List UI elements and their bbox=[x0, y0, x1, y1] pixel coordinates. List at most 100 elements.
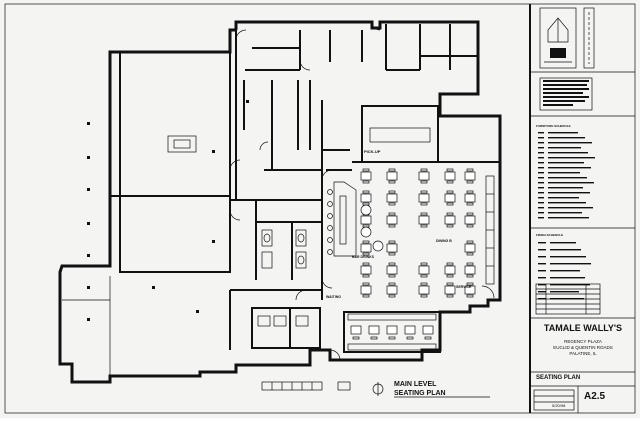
sheet-date: 5/20/98 bbox=[552, 403, 566, 408]
chair bbox=[388, 294, 396, 298]
dining-table bbox=[444, 193, 456, 203]
chair bbox=[362, 252, 370, 256]
dining-table bbox=[418, 285, 430, 295]
finish-row-key bbox=[538, 284, 546, 286]
chair bbox=[406, 336, 414, 340]
finish-schedule: FINISH SCHEDULE bbox=[536, 233, 591, 300]
dining-table bbox=[360, 215, 372, 225]
chair bbox=[466, 294, 474, 298]
dining-table bbox=[418, 265, 430, 275]
chair bbox=[362, 274, 370, 278]
dining-table bbox=[444, 215, 456, 225]
chair bbox=[466, 262, 474, 266]
plan-room-labels: PICK-UP BAR DRINKS DINING B WAITING SERV… bbox=[326, 149, 472, 299]
round-table bbox=[372, 240, 384, 252]
dining-table bbox=[386, 325, 398, 335]
chair bbox=[466, 252, 474, 256]
schedule-row-key bbox=[538, 137, 544, 139]
restroom-fixtures bbox=[257, 229, 309, 327]
chair bbox=[362, 262, 370, 266]
door-swings bbox=[229, 21, 495, 361]
chair bbox=[446, 168, 454, 172]
chair bbox=[424, 336, 432, 340]
chair bbox=[466, 282, 474, 286]
schedule-row-key bbox=[538, 182, 544, 184]
chair bbox=[446, 282, 454, 286]
finish-row-key bbox=[538, 256, 546, 258]
chair bbox=[446, 202, 454, 206]
finish-row-key bbox=[538, 291, 546, 293]
chair bbox=[446, 262, 454, 266]
schedule-row-text bbox=[548, 177, 587, 179]
title-block-frame bbox=[529, 4, 635, 413]
schedule-row-key bbox=[538, 177, 544, 179]
chair bbox=[362, 168, 370, 172]
schedule-row-text bbox=[548, 202, 586, 204]
chair bbox=[466, 190, 474, 194]
general-notes-block bbox=[539, 77, 593, 111]
sheet-number: A2.5 bbox=[584, 391, 606, 402]
schedule-row-key bbox=[538, 172, 544, 174]
finish-schedule-header: FINISH SCHEDULE bbox=[536, 233, 563, 237]
schedule-row-text bbox=[548, 142, 592, 144]
chair bbox=[388, 274, 396, 278]
chair bbox=[352, 336, 360, 340]
finish-row-text bbox=[550, 242, 576, 244]
finish-row-key bbox=[538, 270, 546, 272]
dining-table bbox=[444, 285, 456, 295]
dining-table bbox=[444, 265, 456, 275]
chair bbox=[362, 180, 370, 184]
chair bbox=[466, 274, 474, 278]
dining-table bbox=[444, 171, 456, 181]
schedule-row-text bbox=[548, 187, 583, 189]
chair bbox=[420, 168, 428, 172]
column-markers bbox=[87, 100, 249, 321]
interior-walls bbox=[62, 24, 500, 376]
chair bbox=[466, 240, 474, 244]
dining-table bbox=[360, 171, 372, 181]
schedule-row-key bbox=[538, 212, 544, 214]
dining-tables bbox=[350, 168, 476, 340]
chair bbox=[388, 262, 396, 266]
schedule-row-key bbox=[538, 167, 544, 169]
revisions-table bbox=[535, 283, 601, 315]
waiting-label: WAITING bbox=[326, 295, 341, 299]
chair bbox=[446, 212, 454, 216]
dining-table bbox=[360, 285, 372, 295]
chair bbox=[388, 240, 396, 244]
chair bbox=[362, 190, 370, 194]
chair bbox=[420, 202, 428, 206]
chair bbox=[466, 224, 474, 228]
location-line-3: PALATINE, IL bbox=[569, 351, 597, 356]
bar-counter bbox=[327, 181, 357, 257]
chair bbox=[388, 168, 396, 172]
chair bbox=[420, 274, 428, 278]
finish-row-text bbox=[550, 277, 585, 279]
dining-table bbox=[360, 193, 372, 203]
dining-table bbox=[386, 265, 398, 275]
schedule-row-text bbox=[548, 192, 590, 194]
finish-row-key bbox=[538, 249, 546, 251]
schedule-row-key bbox=[538, 192, 544, 194]
schedule-row-key bbox=[538, 147, 544, 149]
dining-table bbox=[418, 193, 430, 203]
dining-table bbox=[386, 285, 398, 295]
chair bbox=[420, 224, 428, 228]
schedule-row-text bbox=[548, 172, 580, 174]
chair bbox=[466, 202, 474, 206]
schedule-row-key bbox=[538, 207, 544, 209]
finish-row-key bbox=[538, 263, 546, 265]
dining-table bbox=[386, 243, 398, 253]
pick-up-label: PICK-UP bbox=[364, 149, 381, 154]
chair bbox=[466, 180, 474, 184]
schedule-row-key bbox=[538, 152, 544, 154]
schedule-row-key bbox=[538, 142, 544, 144]
chair bbox=[388, 202, 396, 206]
finish-row-text bbox=[550, 270, 580, 272]
chair bbox=[420, 282, 428, 286]
dining-table bbox=[464, 171, 476, 181]
chair bbox=[388, 282, 396, 286]
schedule-row-key bbox=[538, 217, 544, 219]
chair bbox=[446, 274, 454, 278]
